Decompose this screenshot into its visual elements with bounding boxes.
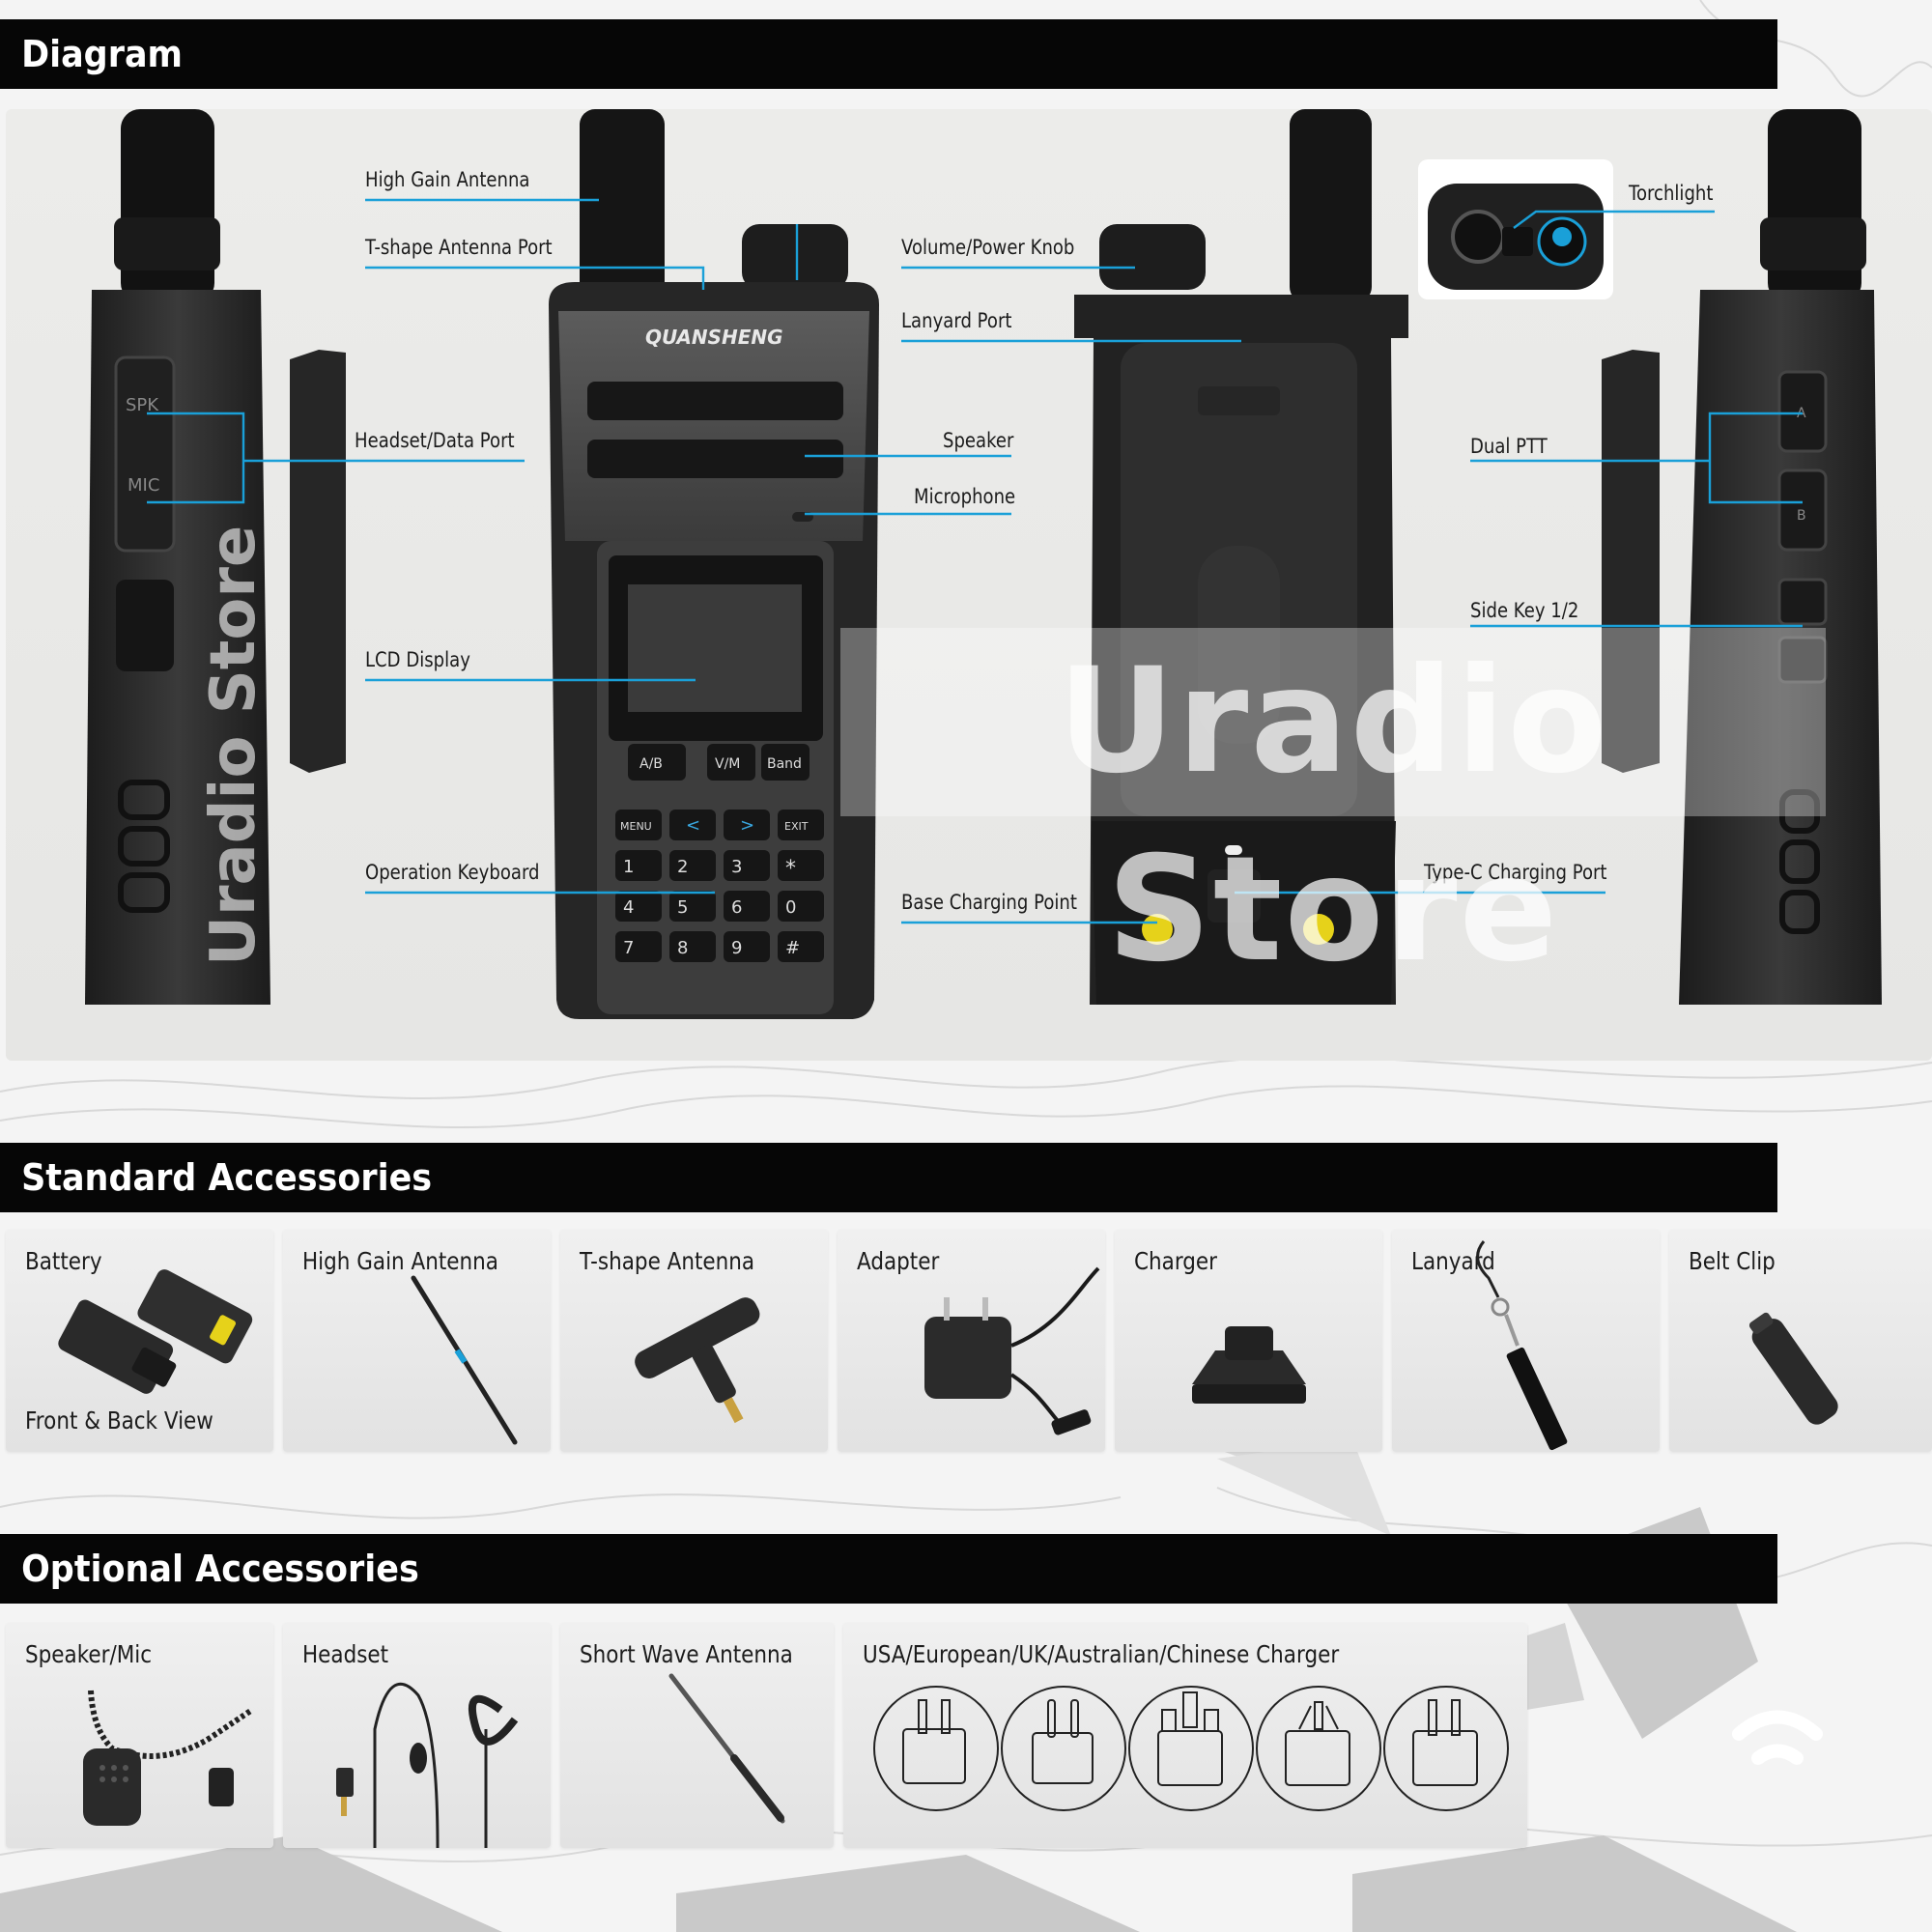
key-hash[interactable]: # xyxy=(785,938,800,958)
accessory-card-headset: Headset xyxy=(283,1623,551,1848)
callout-torchlight: Torchlight xyxy=(1629,182,1714,205)
radio-right-side-view: A B xyxy=(1602,109,1882,1005)
t-antenna-icon xyxy=(635,1297,760,1424)
key-3[interactable]: 3 xyxy=(731,857,742,877)
watermark: Uradio Store xyxy=(840,628,1826,994)
accessory-card-high-gain-antenna: High Gain Antenna xyxy=(283,1230,551,1452)
radio-diagram-illustration: SPK MIC QUANSHENG A/B V/M Band MENU xyxy=(85,109,1882,1019)
key-4[interactable]: 4 xyxy=(623,897,634,918)
callout-speaker: Speaker xyxy=(943,429,1014,452)
key-2[interactable]: 2 xyxy=(677,857,688,877)
key-0[interactable]: 0 xyxy=(785,897,796,918)
headset-icon xyxy=(336,1682,519,1848)
accessory-label-short-wave-antenna: Short Wave Antenna xyxy=(580,1640,793,1668)
callout-side-key: Side Key 1/2 xyxy=(1470,599,1579,622)
accessory-card-speaker-mic: Speaker/Mic xyxy=(6,1623,273,1848)
accessory-label-headset: Headset xyxy=(302,1640,389,1668)
mic-label: MIC xyxy=(128,475,159,496)
key-9[interactable]: 9 xyxy=(731,938,742,958)
antenna-icon xyxy=(411,1275,518,1445)
callout-volume-power-knob: Volume/Power Knob xyxy=(901,236,1075,259)
section-header-diagram: Diagram xyxy=(0,19,1777,89)
radio-left-side-view: SPK MIC xyxy=(85,109,346,1005)
accessory-label-high-gain-antenna: High Gain Antenna xyxy=(302,1247,498,1275)
key-1[interactable]: 1 xyxy=(623,857,634,877)
callout-high-gain-antenna: High Gain Antenna xyxy=(365,168,530,191)
key-menu[interactable]: MENU xyxy=(620,820,652,833)
callout-microphone: Microphone xyxy=(914,485,1016,508)
key-7[interactable]: 7 xyxy=(623,938,634,958)
key-exit[interactable]: EXIT xyxy=(784,820,809,833)
accessory-card-plug-chargers: USA/European/UK/Australian/Chinese Charg… xyxy=(843,1623,1527,1848)
plug-types-icon xyxy=(873,1686,1509,1811)
speaker-mic-icon xyxy=(83,1690,254,1826)
accessory-card-charger: Charger xyxy=(1115,1230,1382,1452)
spk-label: SPK xyxy=(126,395,159,415)
callout-t-shape-antenna-port: T-shape Antenna Port xyxy=(365,236,553,259)
belt-clip-icon xyxy=(1748,1312,1838,1425)
radio-front-view: QUANSHENG A/B V/M Band MENU < > EXIT 1 2 xyxy=(549,109,879,1019)
callout-dual-ptt: Dual PTT xyxy=(1470,435,1548,458)
section-header-optional-accessories: Optional Accessories xyxy=(0,1534,1777,1604)
accessory-card-adapter: Adapter xyxy=(838,1230,1105,1452)
key-star[interactable]: * xyxy=(785,857,796,881)
callout-headset-data-port: Headset/Data Port xyxy=(355,429,515,452)
callout-operation-keyboard: Operation Keyboard xyxy=(365,861,540,884)
battery-icon xyxy=(58,1269,253,1394)
accessory-card-battery: Battery Front & Back View xyxy=(6,1230,273,1452)
accessory-label-speaker-mic: Speaker/Mic xyxy=(25,1640,153,1668)
watermark-vertical: Uradio Store xyxy=(198,525,270,966)
accessory-label-battery: Battery xyxy=(25,1247,102,1275)
brand-logo: QUANSHENG xyxy=(645,326,783,349)
accessory-card-t-shape-antenna: T-shape Antenna xyxy=(560,1230,828,1452)
section-header-standard-accessories: Standard Accessories xyxy=(0,1143,1777,1212)
callout-lcd-display: LCD Display xyxy=(365,648,470,671)
accessory-label-t-shape-antenna: T-shape Antenna xyxy=(580,1247,755,1275)
accessory-label-belt-clip: Belt Clip xyxy=(1689,1247,1776,1275)
key-band[interactable]: Band xyxy=(767,756,802,772)
accessory-label-plug-chargers: USA/European/UK/Australian/Chinese Charg… xyxy=(863,1640,1340,1668)
lanyard-icon xyxy=(1476,1240,1568,1451)
key-right[interactable]: > xyxy=(740,815,754,836)
radio-back-view xyxy=(1074,109,1408,1005)
charger-cradle-icon xyxy=(1192,1326,1306,1404)
callout-lanyard-port: Lanyard Port xyxy=(901,309,1012,332)
short-antenna-icon xyxy=(668,1673,785,1824)
accessory-label-adapter: Adapter xyxy=(857,1247,940,1275)
ptt-b-label: B xyxy=(1797,508,1806,524)
key-8[interactable]: 8 xyxy=(677,938,688,958)
callout-base-charging-point: Base Charging Point xyxy=(901,891,1077,914)
accessory-card-belt-clip: Belt Clip xyxy=(1669,1230,1932,1452)
accessory-card-short-wave-antenna: Short Wave Antenna xyxy=(560,1623,834,1848)
accessory-sublabel-battery: Front & Back View xyxy=(25,1406,213,1435)
key-5[interactable]: 5 xyxy=(677,897,688,918)
callout-type-c-charging-port: Type-C Charging Port xyxy=(1424,861,1607,884)
key-vm[interactable]: V/M xyxy=(715,756,740,772)
key-6[interactable]: 6 xyxy=(731,897,742,918)
key-ab[interactable]: A/B xyxy=(639,756,663,772)
adapter-icon xyxy=(924,1266,1100,1435)
callout-lines xyxy=(147,198,1803,924)
key-left[interactable]: < xyxy=(686,815,700,836)
torchlight-inset xyxy=(1418,159,1613,299)
accessory-label-charger: Charger xyxy=(1134,1247,1217,1275)
accessory-card-lanyard: Lanyard xyxy=(1392,1230,1660,1452)
